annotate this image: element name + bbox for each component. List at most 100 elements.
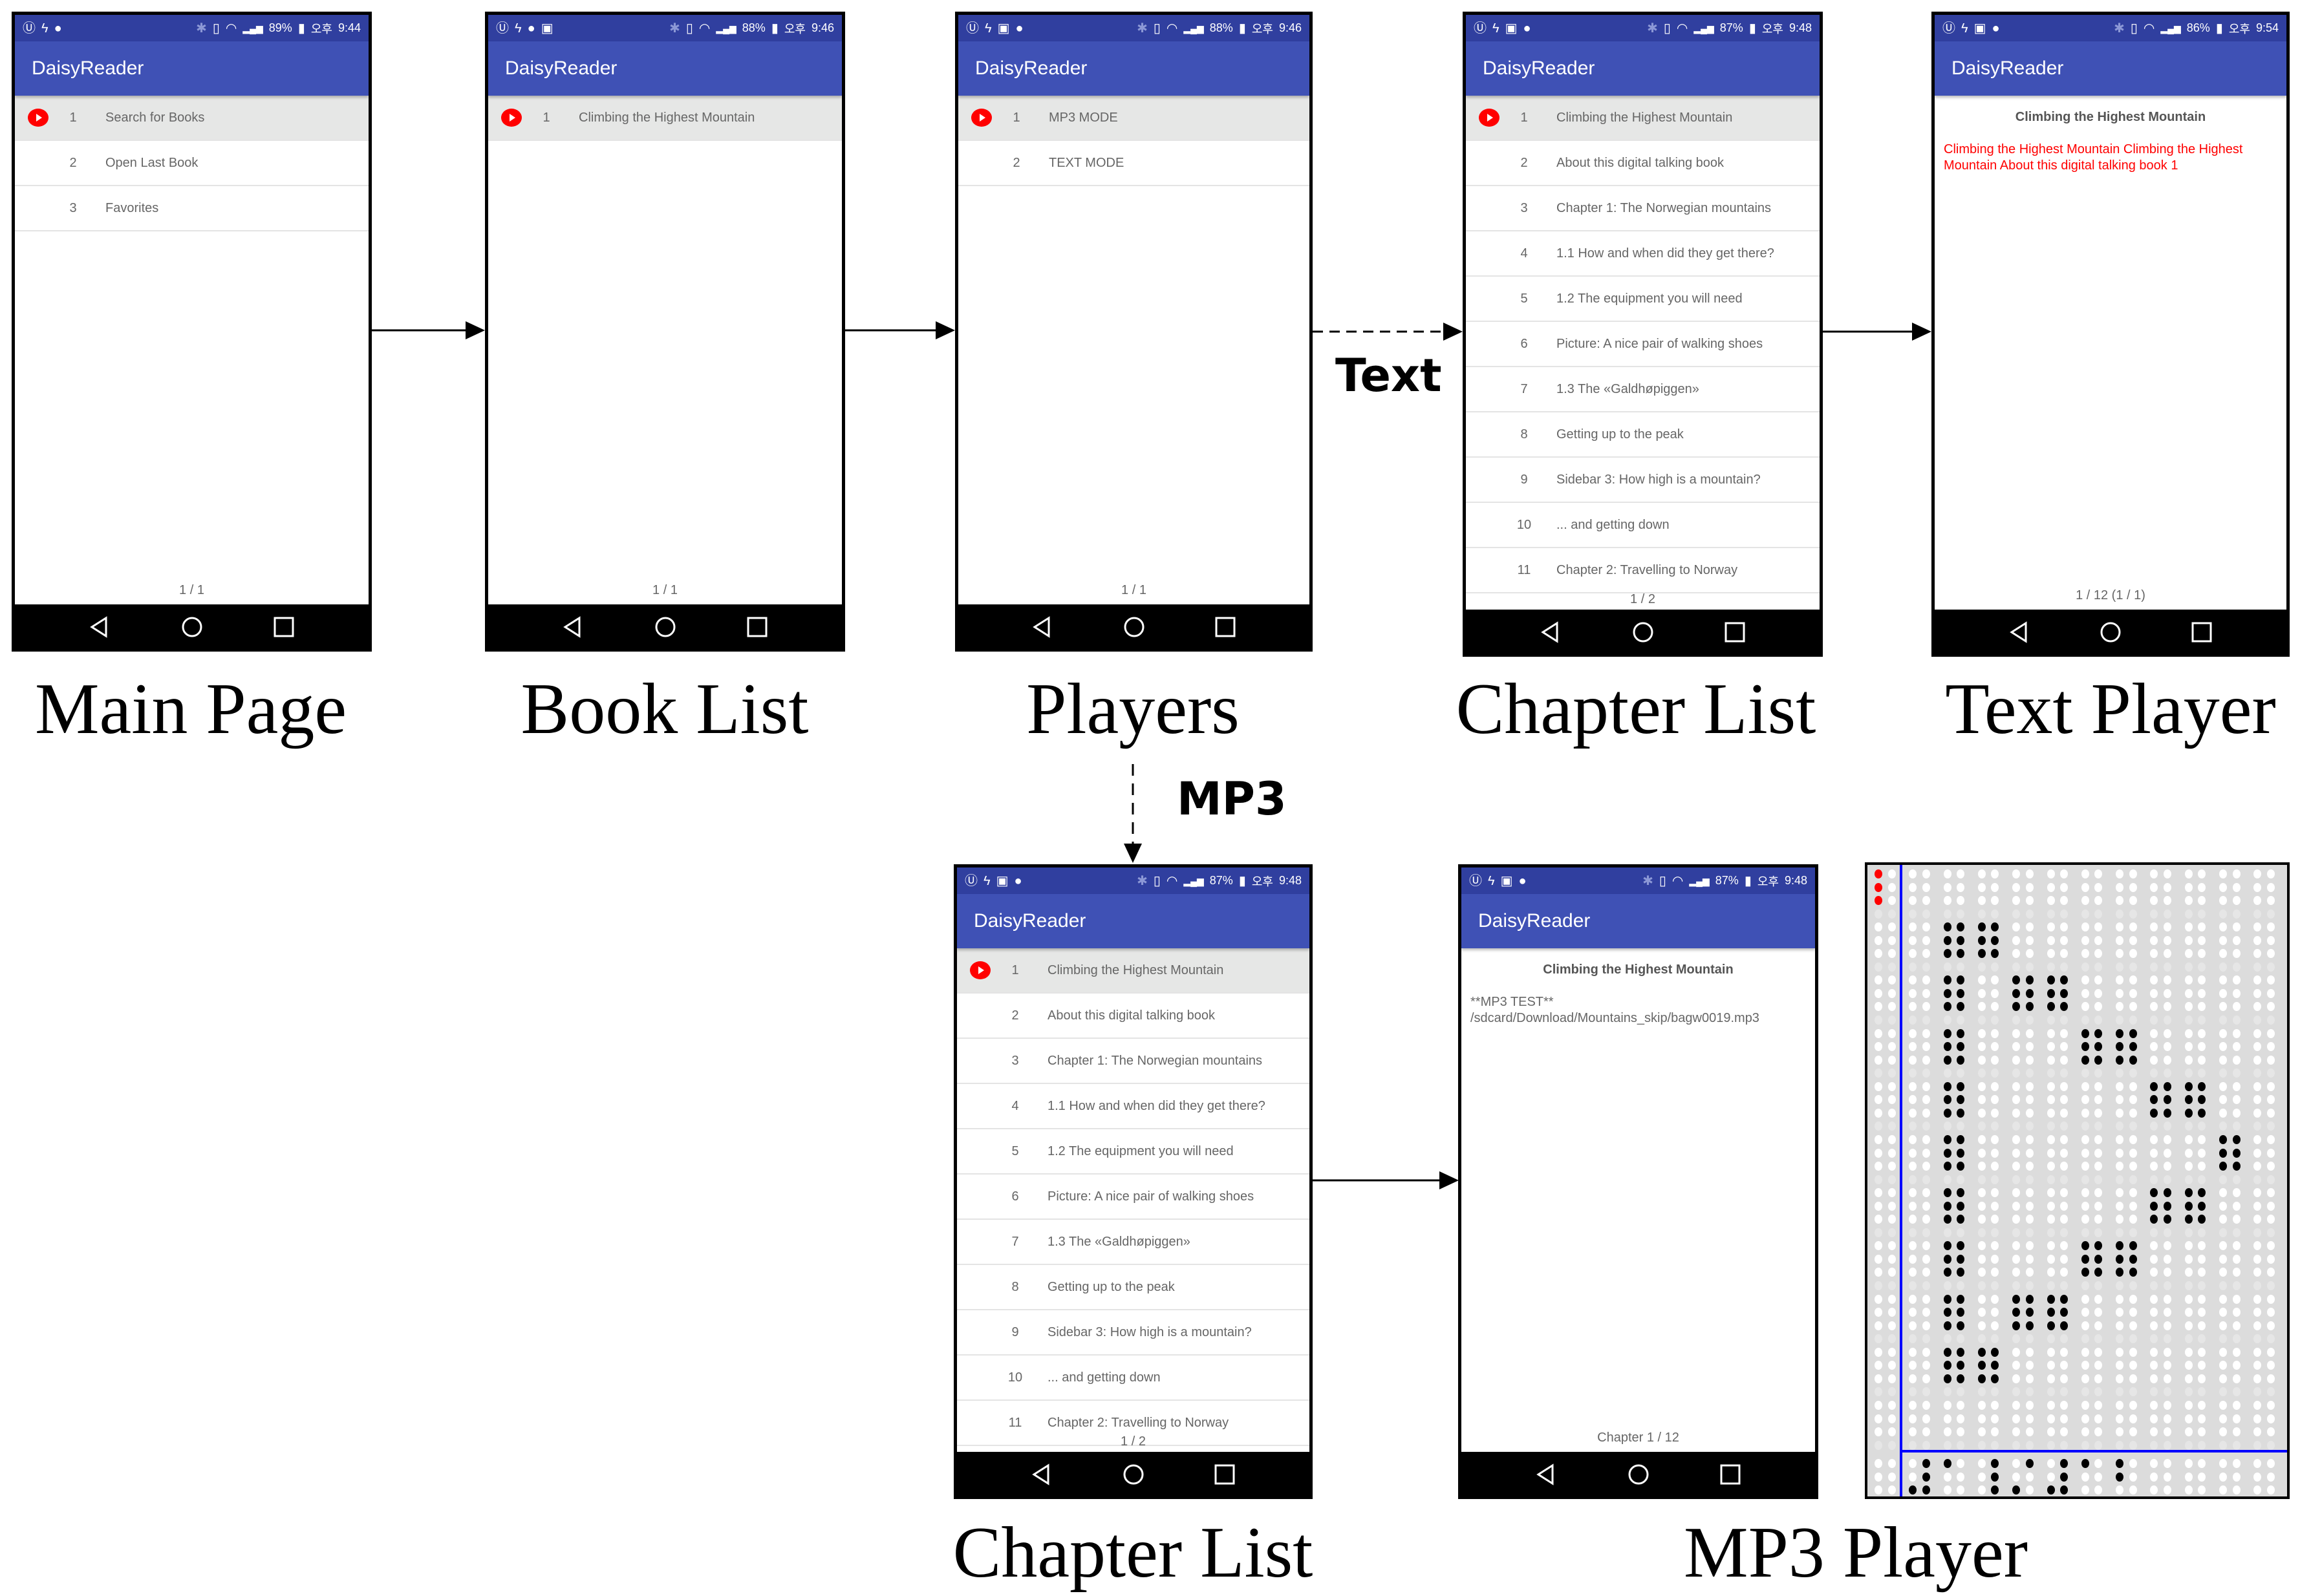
- braille-dot: [2012, 1281, 2020, 1290]
- braille-dot: [2185, 883, 2193, 892]
- battery-percent: 89%: [269, 21, 292, 35]
- braille-dot: [1978, 1414, 1986, 1423]
- back-icon[interactable]: [1029, 615, 1055, 639]
- home-icon[interactable]: [1626, 1463, 1651, 1486]
- arrowhead: [1124, 844, 1142, 863]
- recents-icon[interactable]: [1717, 1463, 1743, 1486]
- list-item-number: 2: [55, 156, 91, 171]
- braille-dot: [2150, 1188, 2158, 1197]
- braille-dot: [1888, 1374, 1896, 1383]
- back-icon[interactable]: [1533, 1463, 1559, 1486]
- braille-dot: [1944, 1255, 1951, 1264]
- recents-icon[interactable]: [1212, 615, 1238, 639]
- braille-dot: [2185, 1473, 2193, 1482]
- home-icon[interactable]: [1121, 615, 1147, 639]
- list-item-number: 9: [997, 1325, 1033, 1340]
- braille-dot: [2129, 1215, 2137, 1224]
- braille-dot: [2012, 1387, 2020, 1396]
- braille-dot: [2129, 1228, 2137, 1237]
- braille-dot: [2233, 1255, 2241, 1264]
- braille-dot: [2233, 1268, 2241, 1277]
- braille-dot: [2026, 1321, 2034, 1330]
- braille-dot: [2219, 1082, 2227, 1091]
- recents-icon[interactable]: [271, 615, 297, 639]
- braille-dot: [2060, 1348, 2068, 1357]
- braille-dot: [2267, 1485, 2275, 1495]
- braille-dot: [1922, 1427, 1930, 1436]
- braille-dot: [2026, 1069, 2034, 1078]
- navigation-bar: [958, 604, 1309, 648]
- braille-dot: [2060, 1069, 2068, 1078]
- braille-dot: [2081, 1414, 2089, 1423]
- braille-dot: [2253, 1427, 2261, 1436]
- back-icon[interactable]: [560, 615, 586, 639]
- recents-icon[interactable]: [744, 615, 770, 639]
- braille-dot: [2116, 1188, 2123, 1197]
- back-icon[interactable]: [2006, 621, 2032, 644]
- recents-icon[interactable]: [2189, 621, 2215, 644]
- home-icon[interactable]: [179, 615, 205, 639]
- list-item-number: 8: [1506, 427, 1542, 442]
- list-item[interactable]: 10... and getting down: [957, 1356, 1309, 1401]
- arrowhead: [1443, 323, 1463, 341]
- home-icon[interactable]: [2098, 621, 2123, 644]
- braille-dot: [2129, 1459, 2137, 1468]
- braille-dot: [2150, 1215, 2158, 1224]
- braille-dot: [2012, 1016, 2020, 1025]
- list-item[interactable]: 10... and getting down: [1466, 503, 1820, 548]
- recents-icon[interactable]: [1212, 1463, 1238, 1486]
- braille-dot: [1875, 1308, 1882, 1317]
- braille-dot: [1944, 1162, 1951, 1171]
- braille-dot: [2129, 896, 2137, 905]
- braille-dot: [2012, 896, 2020, 905]
- braille-dot: [2150, 1162, 2158, 1171]
- braille-dot: [1957, 1361, 1964, 1370]
- braille-dot: [2164, 989, 2171, 998]
- braille-dot: [2164, 1175, 2171, 1184]
- braille-dot: [2198, 1042, 2206, 1051]
- braille-dot: [2219, 1162, 2227, 1171]
- braille-dot: [2233, 936, 2241, 945]
- home-icon[interactable]: [1121, 1463, 1146, 1486]
- braille-dot: [2094, 949, 2102, 958]
- braille-dot: [2219, 883, 2227, 892]
- braille-dot: [1875, 1016, 1882, 1025]
- braille-dot: [1875, 1485, 1882, 1495]
- back-icon[interactable]: [87, 615, 113, 639]
- braille-dot: [1888, 1334, 1896, 1343]
- braille-dot: [2267, 1268, 2275, 1277]
- recents-icon[interactable]: [1722, 621, 1748, 644]
- back-icon[interactable]: [1538, 621, 1564, 644]
- home-icon[interactable]: [1630, 621, 1656, 644]
- braille-dot: [2198, 1427, 2206, 1436]
- back-icon[interactable]: [1029, 1463, 1055, 1486]
- home-icon[interactable]: [652, 615, 678, 639]
- braille-dot: [2026, 1082, 2034, 1091]
- braille-dot: [2081, 1095, 2089, 1104]
